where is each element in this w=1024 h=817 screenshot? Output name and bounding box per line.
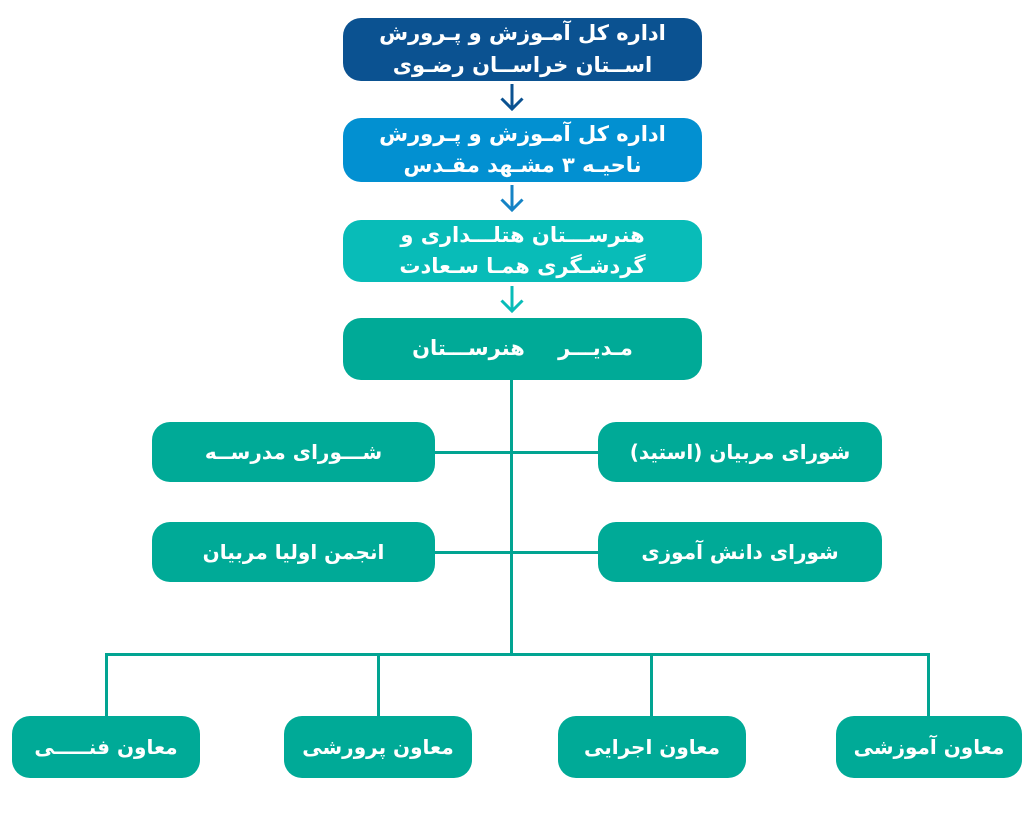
connector-drop-2 xyxy=(377,653,380,716)
arrow-down-icon xyxy=(500,84,524,112)
node-deputy-executive: معاون اجرایی xyxy=(558,716,746,778)
connector-deputies-rail xyxy=(105,653,930,656)
node-school-council: شـــورای مدرســه xyxy=(152,422,435,482)
node-province-line2: اســتان خراســان رضـوی xyxy=(392,52,653,77)
node-deputy-academic: معاون آموزشی xyxy=(836,716,1022,778)
node-school-council-label: شـــورای مدرســه xyxy=(204,440,383,464)
node-deputy-executive-label: معاون اجرایی xyxy=(584,735,720,759)
connector-row2 xyxy=(435,551,598,554)
node-province: اداره کل آمـوزش و پـرورش اســتان خراســا… xyxy=(343,18,702,81)
node-deputy-technical-label: معاون فنـــــی xyxy=(34,735,178,759)
arrow-down-icon xyxy=(500,286,524,314)
node-deputy-technical: معاون فنـــــی xyxy=(12,716,200,778)
connector-main-stem xyxy=(510,380,513,656)
node-deputy-academic-label: معاون آموزشی xyxy=(853,735,1005,759)
node-parents-association: انجمن اولیا مربیان xyxy=(152,522,435,582)
connector-drop-4 xyxy=(927,653,930,716)
node-principal-label: مـدیـــر هنرســـتان xyxy=(412,336,633,361)
node-district-line2: ناحیـه ۳ مشـهد مقـدس xyxy=(403,153,642,177)
connector-drop-1 xyxy=(105,653,108,716)
connector-drop-3 xyxy=(650,653,653,716)
connector-row1 xyxy=(435,451,598,454)
arrow-down-icon xyxy=(500,185,524,213)
node-school-line1: هنرســـتان هتلـــداری و xyxy=(400,222,645,247)
node-school: هنرســـتان هتلـــداری و گردشـگری همـا سـ… xyxy=(343,220,702,282)
node-province-line1: اداره کل آمـوزش و پـرورش xyxy=(379,21,666,45)
node-deputy-cultural: معاون پرورشی xyxy=(284,716,472,778)
node-district: اداره کل آمـوزش و پـرورش ناحیـه ۳ مشـهد … xyxy=(343,118,702,182)
node-student-council-label: شورای دانش آموزی xyxy=(641,540,839,564)
node-principal: مـدیـــر هنرســـتان xyxy=(343,318,702,380)
node-parents-association-label: انجمن اولیا مربیان xyxy=(202,540,385,564)
node-teachers-council-label: شورای مربیان (استید) xyxy=(629,440,851,464)
node-student-council: شورای دانش آموزی xyxy=(598,522,882,582)
node-school-line2: گردشـگری همـا سـعادت xyxy=(399,254,646,278)
node-district-line1: اداره کل آمـوزش و پـرورش xyxy=(379,121,666,146)
node-deputy-cultural-label: معاون پرورشی xyxy=(302,735,454,759)
node-teachers-council: شورای مربیان (استید) xyxy=(598,422,882,482)
